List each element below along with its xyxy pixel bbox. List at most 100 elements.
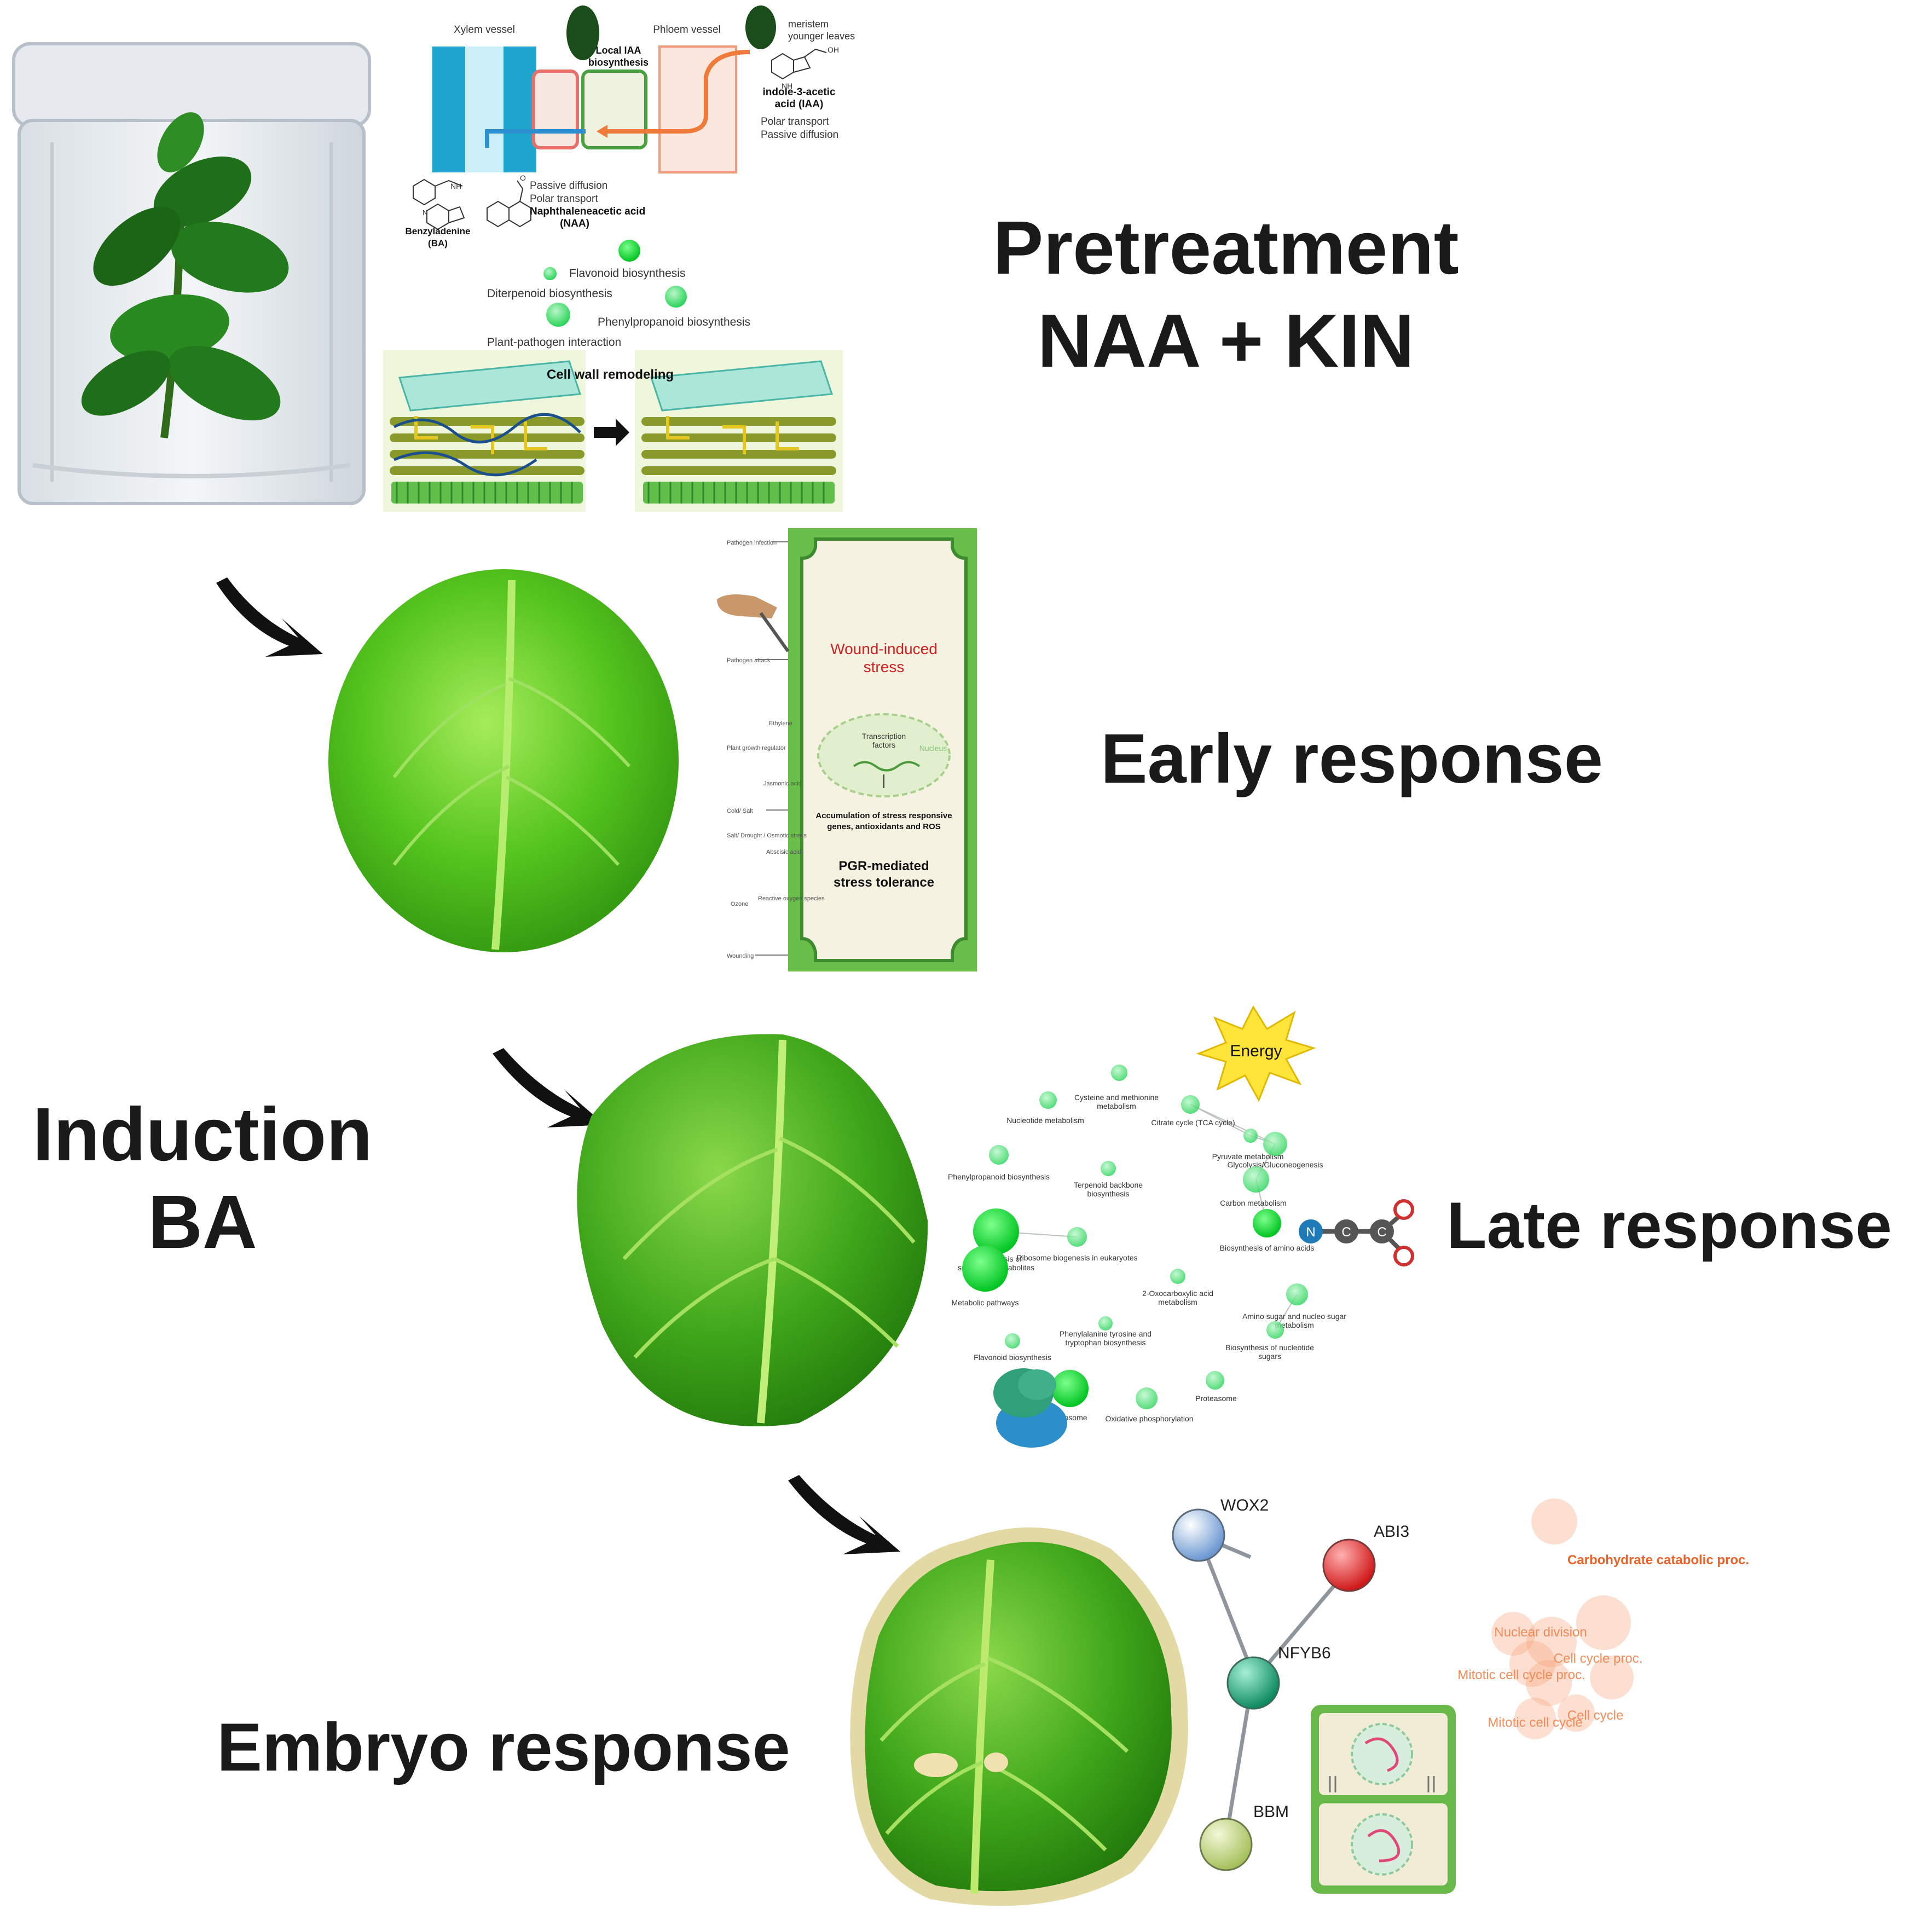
go-term-label: Carbohydrate catabolic proc. xyxy=(1567,1553,1749,1567)
somatic-embryo xyxy=(984,1752,1008,1772)
phenylpropanoid-label: Phenylpropanoid biosynthesis xyxy=(598,316,750,328)
pathway-dot xyxy=(1286,1283,1308,1305)
diterpenoid-label: Diterpenoid biosynthesis xyxy=(487,287,612,300)
enrichment-dot xyxy=(546,303,570,327)
accumulation-label-1: Accumulation of stress responsive xyxy=(815,811,952,820)
pathway-link xyxy=(1190,1104,1276,1144)
culture-box-photo xyxy=(12,42,371,505)
induction-subtitle: BA xyxy=(148,1180,257,1264)
naa-passive-label: Passive diffusion xyxy=(530,180,607,192)
pathway-label: Biosynthesis of amino acids xyxy=(1220,1243,1315,1252)
naa-molecule-icon xyxy=(487,180,531,228)
pathway-label: Phenylpropanoid biosynthesis xyxy=(948,1172,1050,1181)
atom-c-label-1: C xyxy=(1341,1225,1351,1240)
atom-c xyxy=(1334,1219,1358,1243)
go-term-label: Mitotic cell cycle proc. xyxy=(1457,1668,1585,1682)
late-response-label: Late response xyxy=(1446,1189,1892,1262)
pretreatment-subtitle: NAA + KIN xyxy=(1038,299,1415,383)
iaa-label-2: acid (IAA) xyxy=(775,99,824,110)
arrow-2 xyxy=(493,1048,605,1127)
pathway-dot xyxy=(1181,1095,1200,1114)
phloem-label: Phloem vessel xyxy=(653,24,721,36)
wound-stress-label-1: Wound-induced xyxy=(830,640,938,657)
plant-leaf xyxy=(153,156,252,227)
iaa-nh-label: NH xyxy=(782,82,792,90)
atom-o xyxy=(1393,1246,1414,1266)
gene-label-wox2: WOX2 xyxy=(1220,1496,1269,1514)
stress-factor: Pathogen infection xyxy=(727,540,777,546)
stress-factor: Ethylene xyxy=(769,720,792,727)
pathway-label: Pyruvate metabolism xyxy=(1212,1152,1284,1161)
nucleus-icon xyxy=(817,713,951,797)
pgr-label-1: PGR-mediated xyxy=(838,859,929,874)
iaa-oh-label: OH xyxy=(827,45,839,54)
remodel-arrow-icon xyxy=(594,419,629,446)
pathway-dot xyxy=(962,1246,1008,1292)
pathway-label: Citrate cycle (TCA cycle) xyxy=(1151,1118,1235,1127)
auxin-transport-panel: Xylem vessel Phloem vessel Local IAA bio… xyxy=(383,5,855,512)
gene-label-bbm: BBM xyxy=(1253,1803,1289,1821)
arrow-3 xyxy=(788,1475,900,1554)
ba-molecule-icon xyxy=(413,178,465,230)
pathway-dot xyxy=(1170,1269,1185,1284)
scalpel-hand-icon xyxy=(717,594,790,652)
pathway-dot xyxy=(1101,1161,1116,1176)
meristem-leaf xyxy=(566,5,599,60)
stress-factor: Plant growth regulator xyxy=(727,745,786,751)
pathway-label: Metabolic pathways xyxy=(952,1298,1019,1307)
pathway-dot xyxy=(1253,1209,1281,1237)
ba-nh-label: NH xyxy=(450,182,461,190)
nucleus-icon xyxy=(1351,1813,1413,1876)
leaf-explant-embryo xyxy=(850,1527,1188,1906)
stress-factor: Ozone xyxy=(731,901,748,907)
pathway-dot xyxy=(1136,1387,1158,1409)
go-term-label: Mitotic cell cycle xyxy=(1488,1715,1582,1730)
pathway-label: Glycolysis/Gluconeogenesis xyxy=(1227,1160,1323,1169)
accumulation-label-2: genes, antioxidants and ROS xyxy=(827,822,941,831)
pathway-label: Proteasome xyxy=(1195,1394,1237,1403)
pathway-dot xyxy=(1005,1333,1020,1349)
pathway-dot xyxy=(1051,1370,1089,1407)
gene-label-abi3: ABI3 xyxy=(1374,1523,1409,1541)
gene-node-wox2 xyxy=(1172,1508,1225,1562)
pathway-dot xyxy=(1206,1371,1224,1390)
local-iaa-label-2: biosynthesis xyxy=(588,57,649,68)
go-term-label: Nuclear division xyxy=(1494,1625,1587,1640)
pathogen-label: Plant-pathogen interaction xyxy=(487,336,621,349)
pathway-dot xyxy=(1263,1132,1287,1156)
stress-factor: Pathogen attack xyxy=(727,657,771,664)
wound-stress-panel: Wound-induced stress Transcription facto… xyxy=(717,528,977,971)
passive-diffusion-label: Passive diffusion xyxy=(761,129,838,141)
pathway-dot xyxy=(973,1208,1019,1254)
pathway-dot xyxy=(1039,1091,1057,1109)
ba-label-1: Benzyladenine xyxy=(405,226,470,236)
enrichment-dot xyxy=(665,286,687,308)
tf-label-2: factors xyxy=(872,741,895,749)
gene-network: WOX2 ABI3 NFYB6 BBM xyxy=(1172,1496,1409,1871)
pathway-dot xyxy=(1098,1316,1113,1331)
embryo-response-label: Embryo response xyxy=(217,1710,790,1785)
naa-o-label: O xyxy=(520,173,526,182)
stage-titles: Pretreatment NAA + KIN Early response In… xyxy=(33,206,1892,1785)
nucleus-label: Nucleus xyxy=(919,744,947,753)
leaf-explant-early xyxy=(328,569,679,952)
leaf-explant-induction xyxy=(577,1034,928,1427)
energy-burst-icon: Energy xyxy=(1196,1005,1316,1102)
iaa-molecule-icon xyxy=(771,48,827,80)
pathway-dot xyxy=(989,1145,1009,1165)
atom-n xyxy=(1299,1219,1323,1243)
atom-o xyxy=(1393,1199,1414,1220)
cell-wall-label: Cell wall remodeling xyxy=(547,367,674,382)
go-term-label: Cell cycle proc. xyxy=(1554,1651,1643,1666)
pathway-label: Ribosome biogenesis in eukaryotes xyxy=(1016,1253,1137,1262)
iaa-label-1: indole-3-acetic xyxy=(762,86,835,98)
ribosome-icon xyxy=(993,1368,1067,1448)
xylem-label: Xylem vessel xyxy=(454,24,515,36)
atom-n-label: N xyxy=(1306,1225,1315,1240)
stress-factor: Jasmonic acid xyxy=(763,780,802,787)
pathway-label: Oxidative phosphorylation xyxy=(1105,1414,1193,1423)
ba-n-label: N xyxy=(423,209,427,217)
